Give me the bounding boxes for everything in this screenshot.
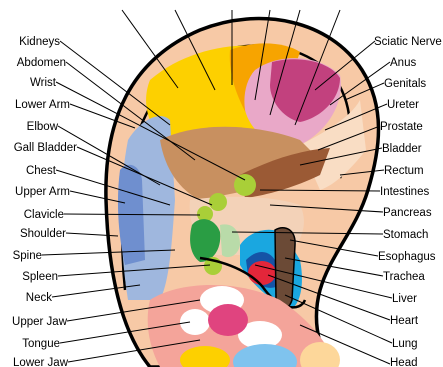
label-intestines: Intestines [380,186,429,198]
label-elbow: Elbow [27,121,59,133]
label-trachea: Trachea [383,271,425,283]
label-liver: Liver [392,293,417,305]
label-prostate: Prostate [380,121,423,133]
lobe-pink [208,304,248,336]
label-gall-bladder: Gall Bladder [14,142,77,154]
label-head: Head [390,357,418,367]
label-abdomen: Abdomen [17,57,66,69]
label-upper-jaw: Upper Jaw [12,316,68,328]
zone-antitragus [275,228,295,308]
label-genitals: Genitals [384,78,426,90]
label-lower-jaw: Lower Jaw [13,357,69,367]
label-heart: Heart [390,315,419,327]
label-chest: Chest [26,165,57,177]
label-lung: Lung [392,338,418,350]
ear-illustration [106,19,379,367]
label-esophagus: Esophagus [378,251,436,263]
spot-lime-1 [234,174,256,196]
label-ureter: Ureter [387,99,419,111]
label-sciatic-nerve: Sciatic Nerve [374,36,442,48]
label-upper-arm: Upper Arm [15,186,70,198]
zone-red [248,261,276,285]
label-clavicle: Clavicle [24,209,64,221]
label-neck: Neck [26,292,52,304]
label-bladder: Bladder [382,143,422,155]
label-rectum: Rectum [384,165,424,177]
label-tongue: Tongue [22,338,60,350]
lobe-white-2 [180,309,210,335]
label-pancreas: Pancreas [383,207,432,219]
spot-lime-2 [209,193,227,211]
label-shoulder: Shoulder [20,228,66,240]
label-spleen: Spleen [22,271,58,283]
label-kidneys: Kidneys [19,36,60,48]
label-stomach: Stomach [383,229,428,241]
label-wrist: Wrist [30,77,57,89]
label-anus: Anus [390,57,416,69]
label-spine: Spine [13,250,42,262]
label-lower-arm: Lower Arm [15,99,70,111]
